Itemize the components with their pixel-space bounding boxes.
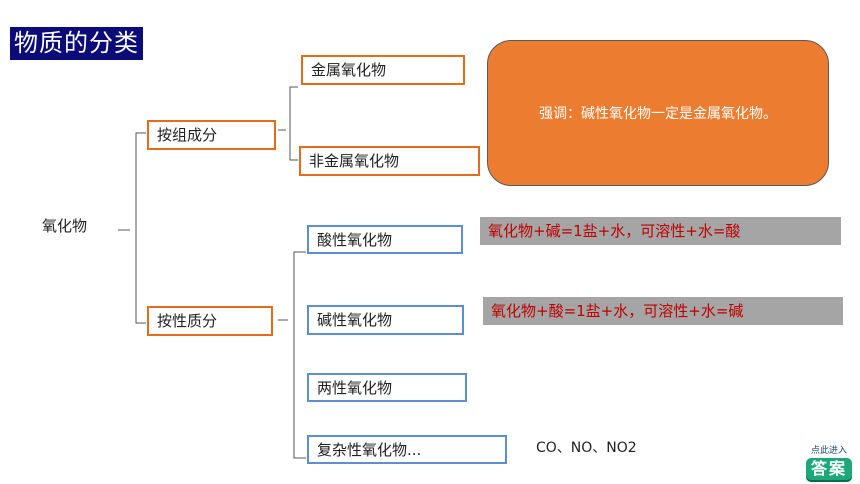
complex-oxide-examples: CO、NO、NO2 bbox=[536, 440, 637, 456]
basic-oxide-note: 氧化物+酸=1盐+水，可溶性+水=碱 bbox=[483, 297, 843, 325]
node-by-property: 按性质分 bbox=[147, 306, 273, 336]
acidic-oxide-note: 氧化物+碱=1盐+水，可溶性+水=酸 bbox=[480, 217, 841, 245]
page-title: 物质的分类 bbox=[10, 27, 143, 60]
answer-button-caption: 点此进入 bbox=[810, 446, 847, 456]
node-nonmetal-oxide: 非金属氧化物 bbox=[299, 146, 480, 176]
property-bracket bbox=[293, 251, 306, 459]
root-node: 氧化物 bbox=[42, 217, 88, 235]
answer-button-label: 答案 bbox=[806, 458, 852, 480]
node-complex-oxide: 复杂性氧化物... bbox=[307, 435, 507, 464]
root-bracket bbox=[135, 132, 146, 324]
composition-bracket bbox=[289, 86, 298, 161]
node-by-composition: 按组成分 bbox=[147, 120, 276, 150]
emphasis-callout-text: 强调：碱性氧化物一定是金属氧化物。 bbox=[539, 106, 777, 122]
node-metal-oxide: 金属氧化物 bbox=[301, 55, 465, 85]
emphasis-callout: 强调：碱性氧化物一定是金属氧化物。 bbox=[487, 40, 829, 186]
node-acidic-oxide: 酸性氧化物 bbox=[307, 225, 463, 254]
answer-button[interactable]: 点此进入 答案 bbox=[804, 446, 854, 482]
node-amphoteric-oxide: 两性氧化物 bbox=[307, 373, 467, 402]
node-basic-oxide: 碱性氧化物 bbox=[307, 305, 464, 335]
